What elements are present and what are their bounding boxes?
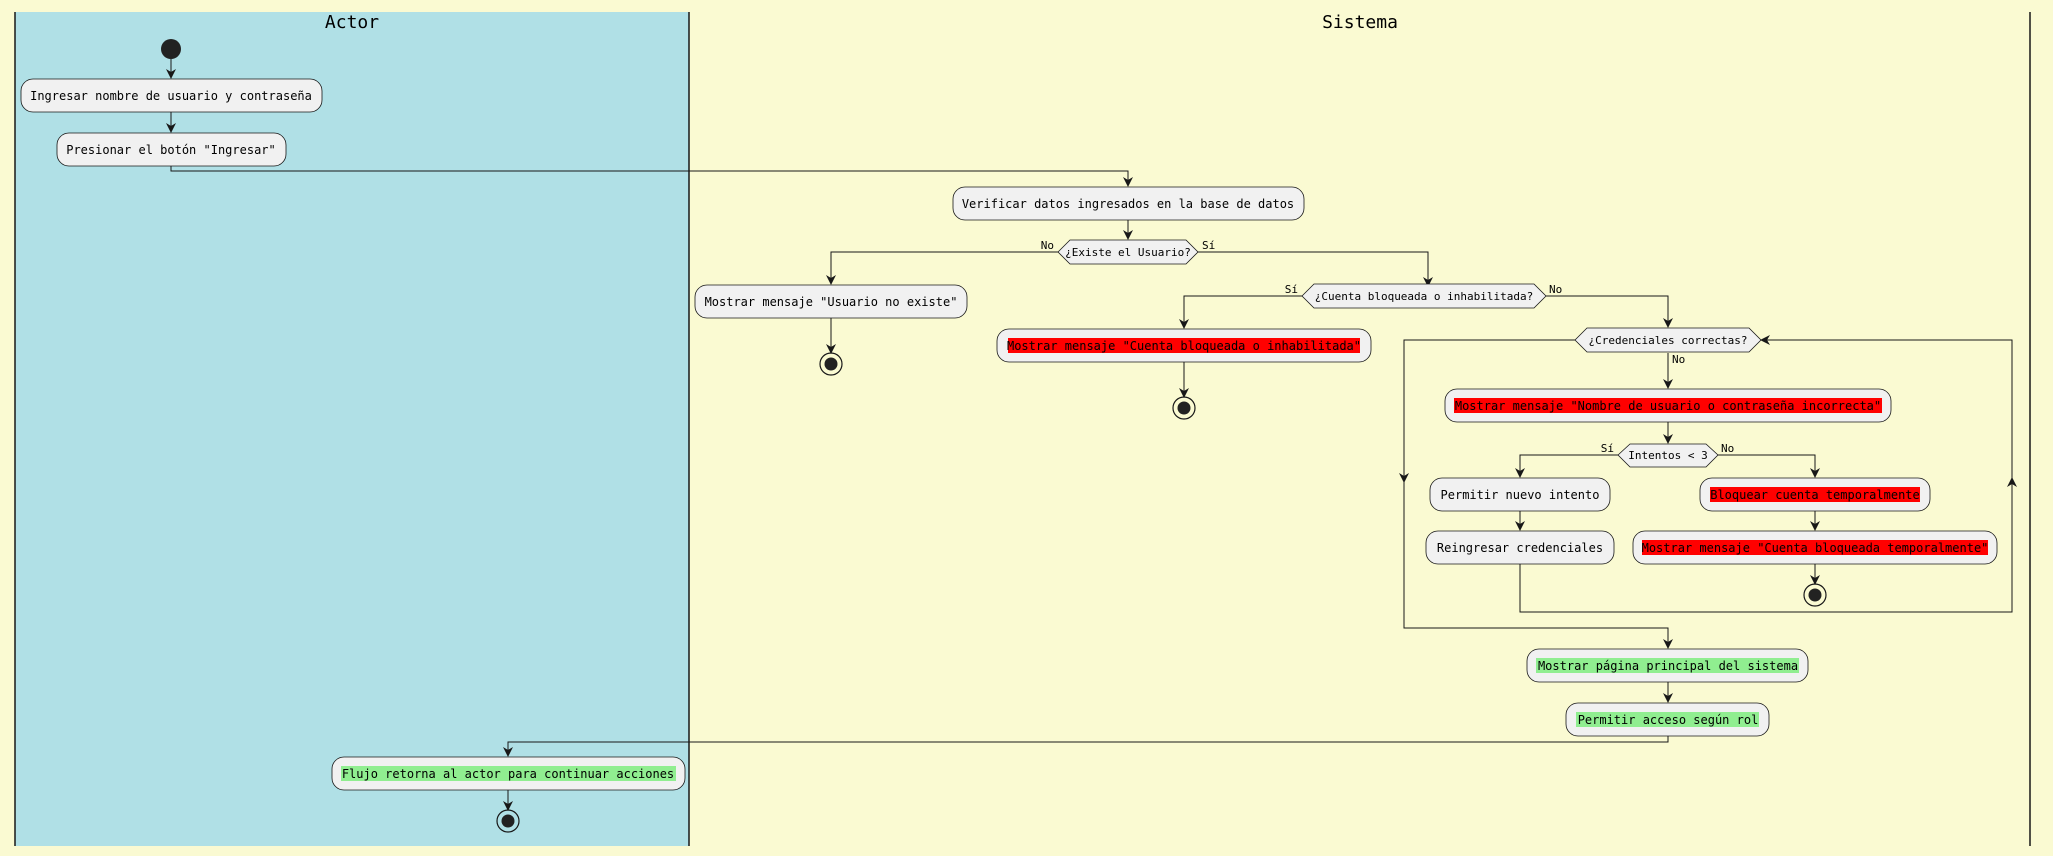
decision-label: ¿Cuenta bloqueada o inhabilitada? [1315, 290, 1534, 303]
decision-cuenta-bloqueada: ¿Cuenta bloqueada o inhabilitada? [1301, 283, 1547, 309]
activity-verificar-datos: Verificar datos ingresados en la base de… [952, 186, 1305, 221]
decision-label: ¿Existe el Usuario? [1065, 246, 1191, 259]
decision-label: Intentos < 3 [1628, 449, 1707, 462]
loop-back-to-d3 [1519, 335, 2013, 613]
branch-label-d4-no: No [1721, 442, 1734, 455]
activity-label: Permitir acceso según rol [1578, 713, 1759, 727]
end-node-temporal [1803, 583, 1827, 607]
end-node-usuario [819, 352, 843, 376]
edge-a12-a13 [503, 736, 1669, 757]
activity-label: Mostrar mensaje "Cuenta bloqueada tempor… [1642, 541, 1989, 555]
activity-bloquear-cuenta: Bloquear cuenta temporalmente [1699, 477, 1931, 512]
decision-intentos: Intentos < 3 [1617, 443, 1719, 468]
edges [166, 59, 2017, 811]
end-node-bloqueada [1172, 396, 1196, 420]
red-highlight [1454, 398, 1882, 413]
activity-label: Permitir nuevo intento [1441, 488, 1600, 502]
green-highlight [1576, 712, 1759, 727]
activity-label: Ingresar nombre de usuario y contraseña [30, 89, 312, 103]
decision-existe-usuario: ¿Existe el Usuario? [1057, 239, 1199, 265]
red-highlight [1642, 540, 1988, 555]
edge-d1-no [826, 251, 1058, 285]
edge-d1-si [1198, 251, 1433, 287]
decision-label: ¿Credenciales correctas? [1589, 334, 1748, 347]
sistema-lane-title: Sistema [1322, 12, 1398, 33]
green-highlight [341, 766, 676, 781]
activity-usuario-no-existe: Mostrar mensaje "Usuario no existe" [694, 284, 968, 319]
activity-ingresar-credenciales: Ingresar nombre de usuario y contraseña [20, 78, 323, 113]
activity-mostrar-pagina-principal: Mostrar página principal del sistema [1526, 648, 1809, 683]
decision-credenciales-correctas: ¿Credenciales correctas? [1574, 327, 1762, 353]
branch-label-d1-no: No [1041, 239, 1054, 252]
branch-label-d2-si: Sí [1285, 283, 1298, 296]
activity-credenciales-incorrectas: Mostrar mensaje "Nombre de usuario o con… [1444, 388, 1892, 423]
edge-d4-no [1718, 454, 1820, 478]
activity-label: Bloquear cuenta temporalmente [1710, 488, 1920, 502]
activity-label: Mostrar mensaje "Cuenta bloqueada o inha… [1007, 339, 1361, 353]
branch-label-d1-si: Sí [1202, 239, 1215, 252]
activity-label: Mostrar página principal del sistema [1538, 659, 1798, 673]
activity-label: Reingresar credenciales [1437, 541, 1603, 555]
green-highlight [1536, 658, 1799, 673]
red-highlight [1008, 338, 1360, 353]
actor-lane-title: Actor [325, 12, 379, 33]
activity-cuenta-bloqueada-temporal: Mostrar mensaje "Cuenta bloqueada tempor… [1632, 530, 1998, 565]
edge-d3-exit [1403, 339, 1673, 649]
activity-label: Mostrar mensaje "Usuario no existe" [705, 295, 958, 309]
branch-label-d2-no: No [1549, 283, 1562, 296]
branch-label-d4-si: Sí [1601, 442, 1614, 455]
activity-cuenta-bloqueada: Mostrar mensaje "Cuenta bloqueada o inha… [996, 328, 1372, 363]
start-node [161, 39, 181, 59]
activity-label: Flujo retorna al actor para continuar ac… [342, 767, 674, 781]
activity-presionar-ingresar: Presionar el botón "Ingresar" [56, 132, 287, 167]
activity-permitir-acceso: Permitir acceso según rol [1565, 702, 1770, 737]
activity-label: Mostrar mensaje "Nombre de usuario o con… [1455, 399, 1881, 413]
activity-label: Verificar datos ingresados en la base de… [962, 197, 1294, 211]
activity-label: Presionar el botón "Ingresar" [66, 143, 276, 157]
edge-d2-no [1546, 295, 1673, 328]
edge-d4-si [1515, 454, 1618, 478]
activity-permitir-nuevo-intento: Permitir nuevo intento [1429, 477, 1611, 512]
activity-reingresar-credenciales: Reingresar credenciales [1425, 530, 1615, 565]
activity-flujo-retorna: Flujo retorna al actor para continuar ac… [331, 756, 686, 791]
red-highlight [1710, 487, 1920, 502]
edge-d2-si [1179, 295, 1302, 329]
end-node-actor [496, 809, 520, 833]
edge-a2-a3 [170, 166, 1133, 187]
branch-label-d3-no: No [1672, 353, 1685, 366]
